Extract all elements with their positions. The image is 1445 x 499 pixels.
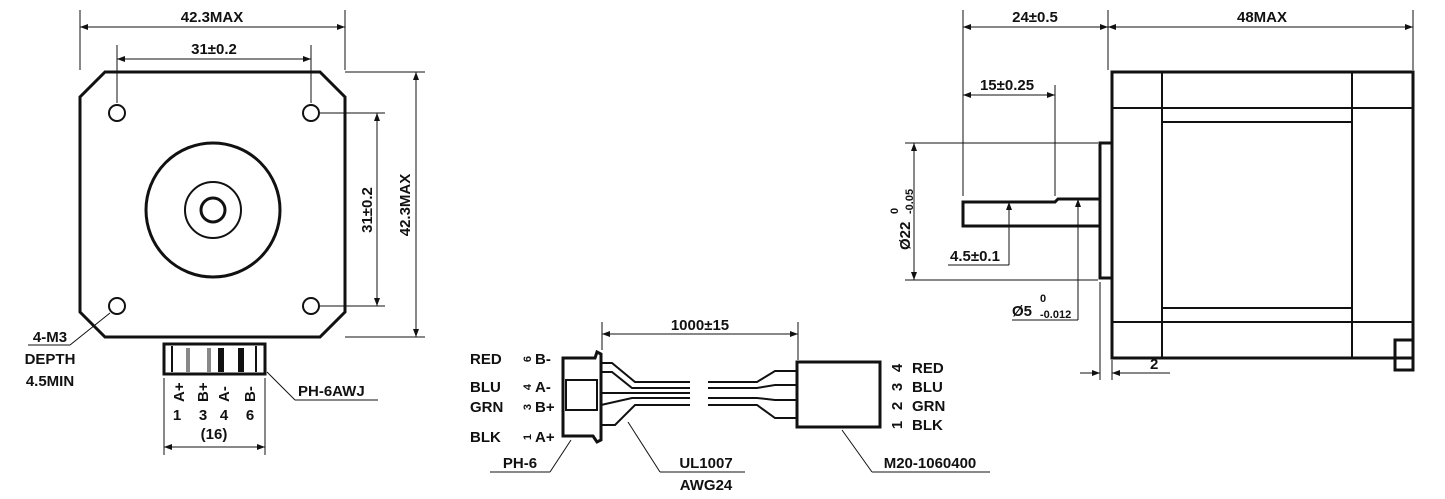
right-wire-labels: 4 RED 3 BLU 2 GRN 1 BLK bbox=[889, 360, 945, 434]
mount-hole bbox=[302, 104, 320, 122]
svg-text:B-: B- bbox=[535, 351, 551, 368]
connector-label: PH-6AWJ bbox=[298, 383, 365, 400]
svg-text:B-: B- bbox=[242, 386, 259, 402]
svg-text:RED: RED bbox=[470, 351, 502, 368]
svg-text:4: 4 bbox=[889, 363, 906, 372]
svg-text:A-: A- bbox=[216, 386, 233, 402]
svg-text:A+: A+ bbox=[535, 429, 555, 446]
svg-text:6: 6 bbox=[522, 356, 534, 362]
svg-text:-0.05: -0.05 bbox=[904, 189, 916, 214]
flat-length: 15±0.25 bbox=[980, 77, 1034, 94]
shaft bbox=[961, 197, 1100, 228]
hole-note: 4.5MIN bbox=[26, 373, 74, 390]
side-view: 24±0.5 48MAX 15±0.25 Ø22 0 -0.05 4.5±0.1… bbox=[889, 9, 1415, 380]
right-connector-label: M20-1060400 bbox=[884, 455, 977, 472]
front-view: 42.3MAX 31±0.2 31±0.2 42.3MAX 4-M3 DEPTH… bbox=[25, 9, 425, 455]
mount-hole bbox=[108, 104, 126, 122]
svg-text:BLK: BLK bbox=[470, 429, 501, 446]
boss-circle bbox=[144, 141, 282, 279]
svg-text:3: 3 bbox=[889, 383, 906, 391]
mount-hole bbox=[108, 297, 126, 315]
svg-text:A+: A+ bbox=[171, 382, 188, 402]
svg-text:1: 1 bbox=[522, 434, 534, 440]
svg-text:3: 3 bbox=[522, 404, 534, 410]
svg-text:4: 4 bbox=[220, 407, 229, 424]
svg-text:RED: RED bbox=[912, 360, 944, 377]
hole-note: 4-M3 bbox=[33, 329, 67, 346]
svg-text:Ø22: Ø22 bbox=[897, 222, 914, 250]
shaft-length: 24±0.5 bbox=[1012, 9, 1058, 26]
svg-text:GRN: GRN bbox=[912, 398, 945, 415]
ph6-connector bbox=[561, 349, 603, 444]
svg-text:BLK: BLK bbox=[912, 417, 943, 434]
svg-text:B+: B+ bbox=[195, 382, 212, 402]
cable-length: 1000±15 bbox=[671, 317, 729, 334]
hole-spacing-h: 31±0.2 bbox=[191, 41, 237, 58]
pin-labels: A+ B+ A- B- 1 3 4 6 (16) bbox=[171, 382, 259, 443]
svg-text:-0.012: -0.012 bbox=[1040, 309, 1071, 321]
svg-text:6: 6 bbox=[246, 407, 254, 424]
svg-text:1: 1 bbox=[889, 421, 906, 429]
svg-text:BLU: BLU bbox=[912, 379, 943, 396]
svg-text:2: 2 bbox=[889, 402, 906, 410]
wire-spec: AWG24 bbox=[680, 477, 733, 494]
svg-text:A-: A- bbox=[535, 379, 551, 396]
boss-height: 2 bbox=[1150, 356, 1158, 373]
boss-dia: Ø22 0 -0.05 bbox=[889, 189, 916, 250]
svg-text:1: 1 bbox=[173, 407, 181, 424]
height-dim: 42.3MAX bbox=[397, 174, 414, 237]
svg-text:Ø5: Ø5 bbox=[1012, 303, 1032, 320]
hole-spacing-v: 31±0.2 bbox=[359, 187, 376, 233]
bearing-circle bbox=[184, 181, 242, 239]
shaft-circle bbox=[199, 196, 227, 224]
left-wire-labels: RED 6 B- BLU 4 A- GRN 3 B+ BLK 1 A+ bbox=[470, 351, 555, 446]
svg-text:4: 4 bbox=[522, 383, 534, 390]
cable-assembly: 1000±15 RED 6 B- BLU 4 A- GRN 3 B+ BLK 1… bbox=[470, 317, 990, 494]
wire-spec: UL1007 bbox=[679, 455, 732, 472]
svg-text:B+: B+ bbox=[535, 399, 555, 416]
flat-depth: 4.5±0.1 bbox=[950, 248, 1000, 265]
svg-text:0: 0 bbox=[889, 208, 901, 214]
left-connector-label: PH-6 bbox=[503, 455, 537, 472]
connector-body bbox=[162, 342, 267, 376]
svg-text:BLU: BLU bbox=[470, 379, 501, 396]
svg-text:3: 3 bbox=[199, 407, 207, 424]
svg-text:GRN: GRN bbox=[470, 399, 503, 416]
motor-body bbox=[1110, 70, 1415, 360]
m20-connector bbox=[795, 360, 882, 429]
boss bbox=[1098, 141, 1114, 280]
hole-note: DEPTH bbox=[25, 351, 76, 368]
mount-hole bbox=[302, 297, 320, 315]
svg-text:(16): (16) bbox=[201, 426, 228, 443]
body-length: 48MAX bbox=[1237, 9, 1287, 26]
motor-face-outline bbox=[78, 70, 347, 339]
shaft-dia: Ø5 0 -0.012 bbox=[1012, 293, 1071, 321]
width-dim: 42.3MAX bbox=[181, 9, 244, 26]
svg-text:0: 0 bbox=[1040, 293, 1046, 305]
